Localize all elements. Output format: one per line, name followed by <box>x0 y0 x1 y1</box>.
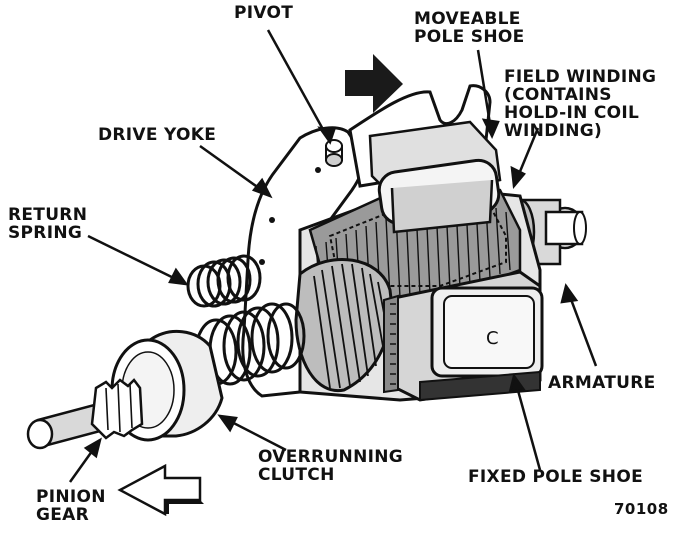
armature-commutator <box>294 257 393 393</box>
label-moveable-pole-shoe-line2: POLE SHOE <box>414 27 525 47</box>
label-field-winding-line2: (CONTAINS <box>504 85 612 105</box>
movement-arrow-bottom <box>117 463 202 517</box>
movement-arrow-top <box>345 54 403 113</box>
return-spring <box>186 254 262 308</box>
label-field-winding-line3: HOLD-IN COIL <box>504 103 640 123</box>
label-return-spring-line1: RETURN <box>8 205 88 225</box>
label-pinion-gear-line2: GEAR <box>36 505 90 525</box>
label-moveable-pole-shoe-line1: MOVEABLE <box>414 9 521 29</box>
fixed-pole-shoe-body <box>383 270 544 402</box>
label-fixed-pole-shoe: FIXED POLE SHOE <box>468 467 643 487</box>
label-overrunning-clutch-line2: CLUTCH <box>258 465 335 485</box>
label-armature: ARMATURE <box>548 373 656 393</box>
label-moveable-pole-shoe: MOVEABLE POLE SHOE <box>414 10 525 46</box>
label-pinion-gear-line1: PINION <box>36 487 106 507</box>
label-field-winding: FIELD WINDING (CONTAINS HOLD-IN COIL WIN… <box>504 68 656 140</box>
label-field-winding-line4: WINDING) <box>504 121 603 141</box>
figure-number: 70108 <box>614 500 669 518</box>
label-field-winding-line1: FIELD WINDING <box>504 67 657 87</box>
label-pivot: PIVOT <box>234 3 294 23</box>
label-overrunning-clutch-line1: OVERRUNNING <box>258 447 404 467</box>
label-return-spring-line2: SPRING <box>8 223 83 243</box>
pole-marker-c: C <box>486 328 499 349</box>
leader-lines <box>68 29 598 483</box>
moveable-pole-shoe <box>348 84 502 234</box>
label-pinion-gear: PINION GEAR <box>36 488 106 524</box>
label-overrunning-clutch: OVERRUNNING CLUTCH <box>258 448 403 484</box>
pivot-pin <box>325 139 343 167</box>
label-drive-yoke: DRIVE YOKE <box>98 125 217 145</box>
pinion-gear <box>26 378 144 450</box>
armature-end <box>504 198 587 266</box>
label-return-spring: RETURN SPRING <box>8 206 87 242</box>
